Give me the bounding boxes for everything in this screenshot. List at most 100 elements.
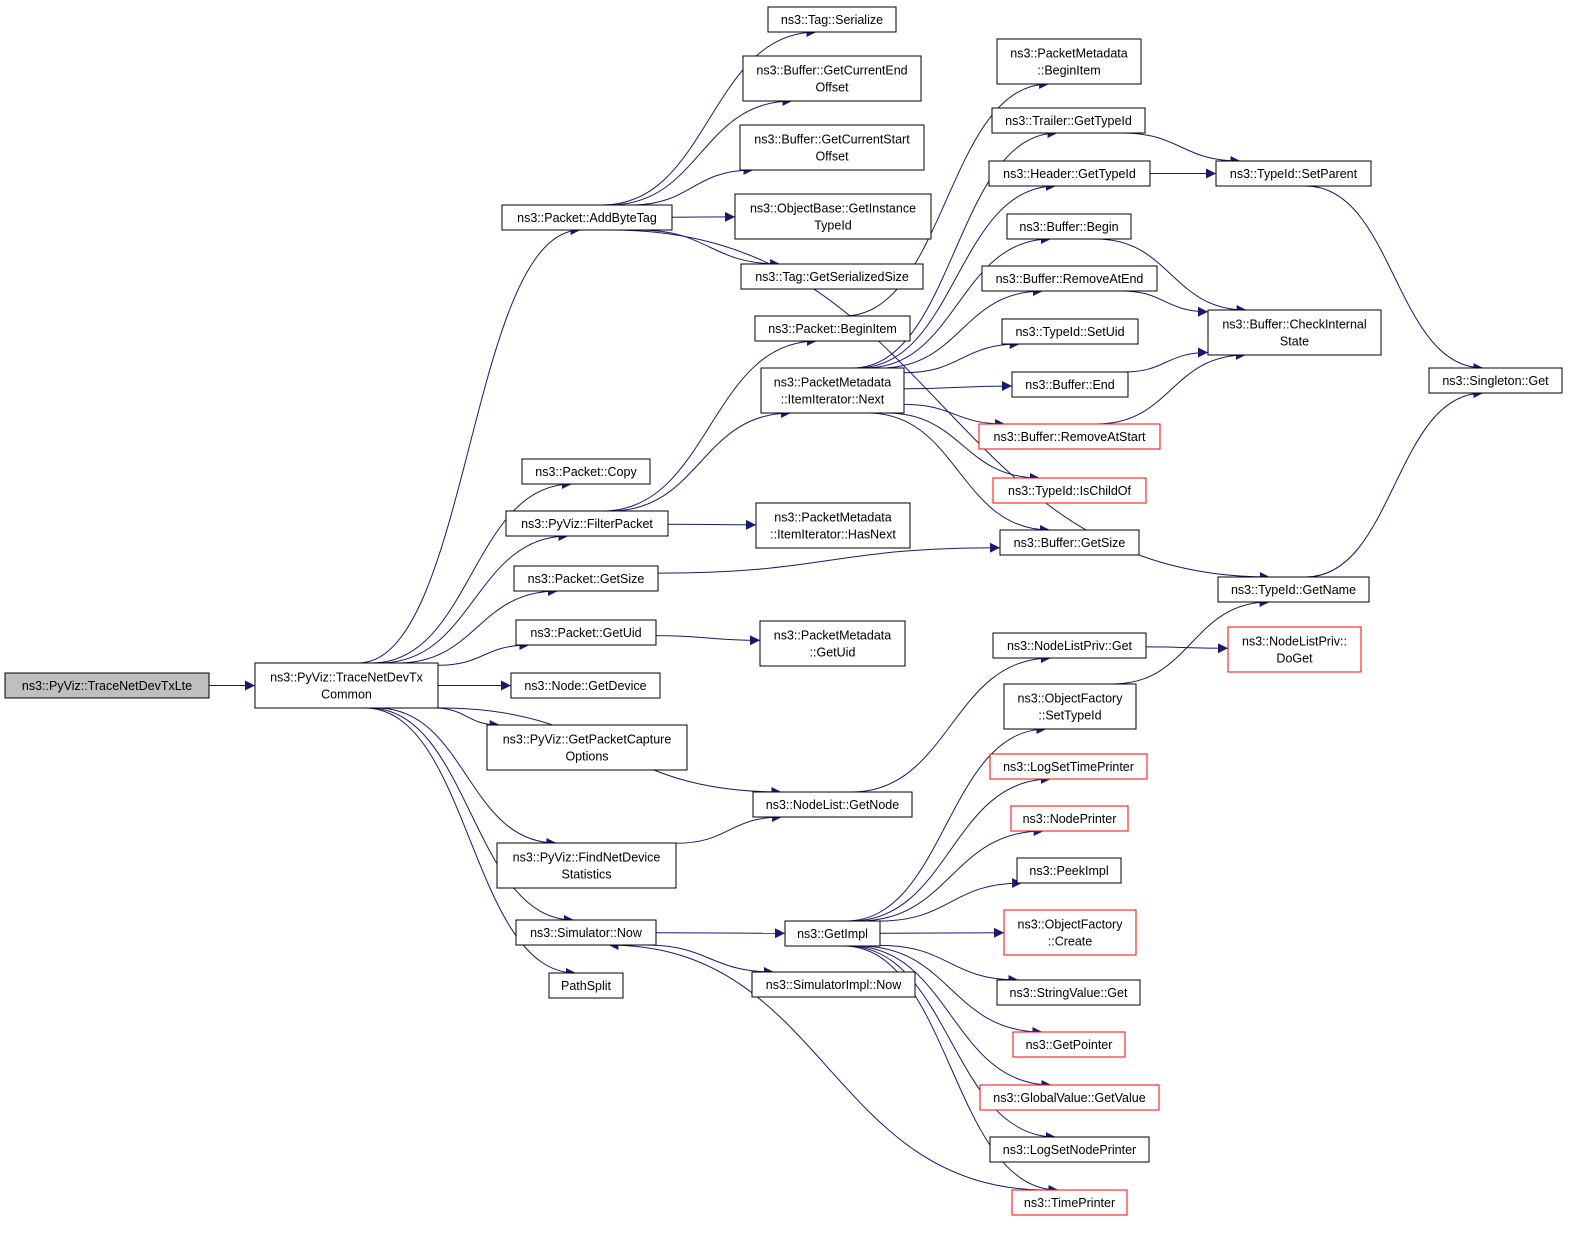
node-box [521,458,651,485]
node-tagserialize[interactable]: ns3::Tag::Serialize [767,6,897,33]
node-ofcreate[interactable]: ns3::ObjectFactory::Create [1003,909,1137,956]
node-box [981,265,1158,292]
node-addbytetag[interactable]: ns3::Packet::AddByteTag [501,204,673,231]
node-getpointer[interactable]: ns3::GetPointer [1012,1031,1126,1058]
node-nlprivget[interactable]: ns3::NodeListPriv::Get [992,632,1147,659]
node-strvalget[interactable]: ns3::StringValue::Get [996,979,1141,1006]
node-trailertid[interactable]: ns3::Trailer::GetTypeId [991,107,1146,134]
node-box [1215,160,1372,187]
node-filterpacket[interactable]: ns3::PyViz::FilterPacket [505,510,669,537]
node-setuid[interactable]: ns3::TypeId::SetUid [1001,318,1139,345]
node-box [1011,371,1129,398]
node-simimplnow[interactable]: ns3::SimulatorImpl::Now [751,971,916,998]
node-label: ns3::GlobalValue::GetValue [993,1091,1145,1105]
node-box [979,1084,1160,1111]
node-label: DoGet [1276,652,1313,666]
edge-line [371,479,573,664]
edge-line [903,403,1006,429]
node-ofsettypeid[interactable]: ns3::ObjectFactory::SetTypeId [1003,683,1137,730]
node-logsetnode[interactable]: ns3::LogSetNodePrinter [989,1136,1150,1163]
node-removeatstart[interactable]: ns3::Buffer::RemoveAtStart [978,423,1161,450]
node-pmbeginitem[interactable]: ns3::PacketMetadata::BeginItem [996,38,1142,85]
node-box [739,124,925,171]
edge-simnow-to-simimplnow [645,944,775,977]
node-box [742,55,922,102]
node-label: ns3::PyViz::FilterPacket [521,517,653,531]
node-copy[interactable]: ns3::Packet::Copy [521,458,651,485]
edge-addbytetag-to-curend [608,96,793,206]
node-tidgetname[interactable]: ns3::TypeId::GetName [1217,576,1370,603]
node-box [505,510,669,537]
node-pathsplit[interactable]: PathSplit [548,972,624,999]
edge-getsize-to-bufgetsize [657,542,1001,574]
node-box [510,672,661,699]
node-box [988,160,1151,187]
node-pbeginitem[interactable]: ns3::Packet::BeginItem [754,315,911,342]
node-logsettime[interactable]: ns3::LogSetTimePrinter [989,753,1148,780]
node-label: ns3::Buffer::Begin [1019,220,1118,234]
node-getsize[interactable]: ns3::Packet::GetSize [513,565,659,592]
node-label: ns3::GetImpl [797,927,868,941]
edge-line [655,928,786,939]
node-pmgetuid[interactable]: ns3::PacketMetadata::GetUid [759,620,906,667]
node-removeatend[interactable]: ns3::Buffer::RemoveAtEnd [981,265,1158,292]
node-getuid[interactable]: ns3::Packet::GetUid [515,619,657,646]
node-box [999,529,1140,556]
node-nlgetnode[interactable]: ns3::NodeList::GetNode [752,791,913,818]
node-box [486,724,688,771]
node-nlprivdoget[interactable]: ns3::NodeListPriv::DoGet [1227,626,1362,673]
node-box [1227,626,1362,673]
edge-line [1095,238,1247,315]
edge-itnext-to-removeatstart [903,403,1006,429]
node-simnow[interactable]: ns3::Simulator::Now [515,919,657,946]
node-label: State [1280,335,1309,349]
edge-getimpl-to-strvalget [879,944,1019,985]
node-label: ns3::Header::GetTypeId [1003,167,1136,181]
node-itnext[interactable]: ns3::PacketMetadata::ItemIterator::Next [760,367,905,414]
edge-line [843,945,1059,1195]
node-getimpl[interactable]: ns3::GetImpl [784,920,881,947]
edge-line [368,707,574,925]
edge-common-to-addbytetag [358,225,581,664]
node-timeprinter[interactable]: ns3::TimePrinter [1011,1189,1128,1216]
edge-filterpacket-to-pbeginitem [602,336,817,512]
node-box [496,842,677,889]
node-peekimpl[interactable]: ns3::PeekImpl [1016,857,1122,884]
node-box [1001,318,1139,345]
node-gvgetvalue[interactable]: ns3::GlobalValue::GetValue [979,1084,1160,1111]
node-setparent[interactable]: ns3::TypeId::SetParent [1215,160,1372,187]
edge-line [879,878,1023,922]
node-bufend[interactable]: ns3::Buffer::End [1011,371,1129,398]
node-box [1006,213,1132,240]
edge-line [1121,132,1241,166]
node-ischildof[interactable]: ns3::TypeId::IsChildOf [992,477,1147,504]
node-singletonget[interactable]: ns3::Singleton::Get [1428,367,1563,394]
node-headertid[interactable]: ns3::Header::GetTypeId [988,160,1151,187]
node-hasnext[interactable]: ns3::PacketMetadata::ItemIterator::HasNe… [755,502,911,549]
node-serializedsize[interactable]: ns3::Tag::GetSerializedSize [740,263,924,290]
node-label: ns3::PyViz::FindNetDevice [513,851,661,865]
node-bufgetsize[interactable]: ns3::Buffer::GetSize [999,529,1140,556]
node-label: Statistics [561,868,611,882]
node-box [992,632,1147,659]
edge-line [850,774,1051,922]
node-bufbegin[interactable]: ns3::Buffer::Begin [1006,213,1132,240]
edge-line [845,724,1047,922]
edge-line [851,653,1051,793]
edge-addbytetag-to-serializedsize [638,229,781,269]
node-box [989,1136,1150,1163]
edge-getimpl-to-timeprinter [843,945,1059,1195]
node-label: ns3::Buffer::GetCurrentStart [754,133,910,147]
edge-timeprinter-to-simnow [608,940,1048,1191]
node-getdevice[interactable]: ns3::Node::GetDevice [510,672,661,699]
node-nodeprinter[interactable]: ns3::NodePrinter [1010,805,1129,832]
edge-common-to-findnetdev [376,707,557,848]
